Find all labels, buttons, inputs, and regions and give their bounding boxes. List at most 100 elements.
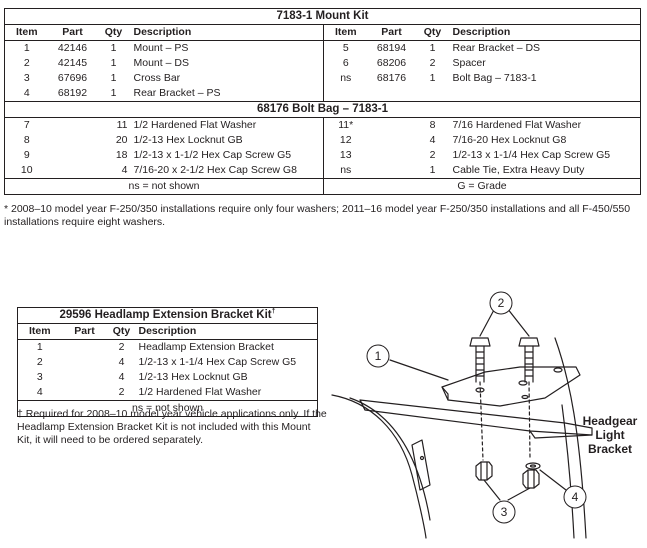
hex-locknut [475, 461, 493, 481]
item-cell: 12 [323, 133, 368, 148]
table-row: 1 42146 1 Mount – PS 5 68194 1 Rear Brac… [5, 40, 641, 56]
qty-cell: 1 [110, 42, 117, 54]
table-row: 7 11 1/2 Hardened Flat Washer 11* 8 7/16… [5, 117, 641, 133]
hex-locknut [522, 469, 540, 489]
part-cell: 67696 [57, 72, 88, 84]
part-cell [62, 340, 108, 356]
callout-1 [366, 344, 390, 368]
not-shown-note: ns = not shown [4, 178, 324, 195]
item-cell: 10 [20, 164, 33, 176]
part-cell: 68176 [376, 72, 407, 84]
qty-cell: 2 [118, 341, 125, 353]
callout-2 [489, 291, 513, 315]
description-cell: 7/16-20 Hex Locknut G8 [452, 134, 567, 146]
light-label: Light [595, 428, 624, 442]
description-cell: 1/2 Hardened Flat Washer [138, 386, 262, 398]
callout-3-label: 3 [501, 505, 508, 519]
washer-footnote: * 2008–10 model year F-250/350 installat… [4, 203, 631, 228]
qty-cell: 2 [429, 57, 436, 69]
description-cell: Mount – PS [133, 42, 189, 54]
qty-cell: 4 [118, 356, 125, 368]
fender-clip [411, 439, 431, 491]
bolt-bag-title: 68176 Bolt Bag – 7183-1 [4, 101, 641, 118]
description-cell: Headlamp Extension Bracket [138, 341, 274, 353]
item-cell: 1 [36, 341, 43, 353]
headlamp-bracket-diagram: 1 2 3 4 Headgear Light Bracket [331, 291, 638, 539]
callout-4 [563, 485, 587, 509]
item-cell: ns [323, 163, 368, 179]
table-row: 10 4 7/16-20 x 2-1/2 Hex Cap Screw G8 ns… [5, 163, 641, 179]
headlamp-kit-title-text: 29596 Headlamp Extension Bracket Kit [59, 309, 272, 321]
header-item: Item [17, 323, 62, 340]
item-cell: 7 [23, 119, 30, 131]
dagger-mark: † [271, 308, 276, 316]
item-cell: 4 [36, 386, 43, 398]
header-description: Description [135, 323, 318, 340]
qty-cell: 8 [429, 119, 436, 131]
qty-cell: 11 [116, 119, 128, 131]
description-cell [450, 86, 641, 102]
mount-kit-table: 7183-1 Mount Kit Item Part Qty Descripti… [4, 8, 641, 195]
item-cell: 2 [36, 356, 43, 368]
table-row: 2 4 1/2-13 x 1-1/4 Hex Cap Screw G5 [18, 355, 318, 370]
part-cell [62, 385, 108, 401]
table-footer-row: ns = not shown [17, 400, 318, 417]
description-cell: 1/2-13 x 1-1/2 Hex Cap Screw G5 [133, 149, 292, 161]
description-cell: Rear Bracket – PS [133, 87, 221, 99]
part-cell [62, 355, 108, 370]
qty-cell: 2 [118, 386, 125, 398]
headlamp-kit-title: 29596 Headlamp Extension Bracket Kit† [17, 307, 318, 324]
description-cell: 1/2-13 x 1-1/4 Hex Cap Screw G5 [452, 149, 611, 161]
table-row: 4 2 1/2 Hardened Flat Washer [18, 385, 318, 401]
qty-cell: 20 [115, 134, 128, 146]
description-cell: 1/2-13 Hex Locknut GB [133, 134, 243, 146]
part-cell [62, 370, 108, 385]
description-cell: Cable Tie, Extra Heavy Duty [452, 164, 585, 176]
callout-2-label: 2 [498, 296, 505, 310]
header-qty: Qty [96, 24, 131, 41]
header-part: Part [61, 323, 108, 340]
description-cell: 1/2 Hardened Flat Washer [133, 119, 257, 131]
header-item: Item [4, 24, 49, 41]
item-cell: 1 [23, 42, 30, 54]
callout-4-label: 4 [572, 490, 579, 504]
qty-cell: 1 [429, 72, 436, 84]
headgear-label: Headgear [583, 414, 638, 428]
callout-3 [492, 500, 516, 524]
item-cell: 5 [323, 40, 368, 56]
not-shown-note: ns = not shown [17, 400, 318, 417]
qty-cell: 4 [429, 134, 436, 146]
headlamp-header-row: Item Part Qty Description [17, 323, 318, 340]
item-cell: 8 [23, 134, 30, 146]
table-row: 8 20 1/2-13 Hex Locknut GB 12 4 7/16-20 … [5, 133, 641, 148]
table-row: 9 18 1/2-13 x 1-1/2 Hex Cap Screw G5 13 … [5, 148, 641, 163]
fender-inner-line [349, 397, 431, 521]
part-cell: 42146 [57, 42, 88, 54]
flat-washer [525, 462, 541, 470]
header-qty: Qty [415, 24, 450, 41]
description-cell: 7/16 Hardened Flat Washer [452, 119, 582, 131]
item-cell: ns [323, 71, 368, 86]
qty-cell: 4 [118, 371, 125, 383]
part-cell: 68206 [376, 57, 407, 69]
bracket-label: Bracket [588, 442, 632, 456]
part-cell [368, 86, 416, 102]
part-cell: 42145 [57, 57, 88, 69]
qty-cell: 1 [429, 42, 436, 54]
qty-cell: 1 [110, 72, 117, 84]
item-cell: 2 [23, 57, 30, 69]
callout-1-label: 1 [375, 349, 382, 363]
fender-outline [331, 394, 427, 539]
description-cell: 1/2-13 x 1-1/4 Hex Cap Screw G5 [138, 356, 297, 368]
item-cell: 3 [36, 371, 43, 383]
header-part: Part [48, 24, 97, 41]
item-cell: 6 [323, 56, 368, 71]
item-cell: 13 [323, 148, 368, 163]
qty-cell: 1 [110, 87, 117, 99]
description-cell: 1/2-13 Hex Locknut GB [138, 371, 248, 383]
headlamp-footnote: † Required for 2008–10 model year vehicl… [17, 408, 327, 446]
header-description: Description [449, 24, 641, 41]
grade-note: G = Grade [323, 178, 641, 195]
mount-kit-title: 7183-1 Mount Kit [4, 8, 641, 25]
mount-kit-header-row: Item Part Qty Description Item Part Qty … [4, 24, 641, 41]
